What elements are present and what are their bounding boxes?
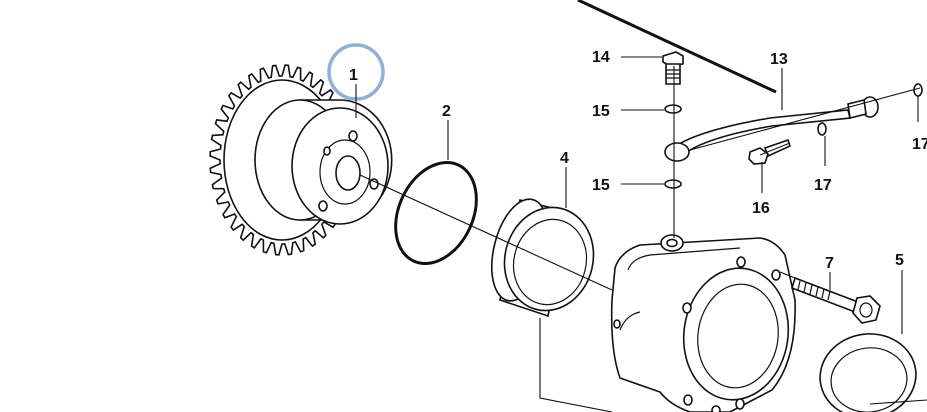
banjo-bolt-part-14[interactable]	[662, 51, 684, 85]
callout-17-middle: 17	[814, 177, 832, 194]
gear-part-1[interactable]	[209, 64, 393, 256]
pump-housing[interactable]	[610, 234, 797, 412]
callout-2: 2	[442, 103, 451, 120]
washer-part-17-a[interactable]	[817, 122, 827, 136]
callout-14: 14	[592, 49, 610, 66]
callout-16: 16	[752, 200, 770, 217]
callout-5: 5	[895, 252, 904, 269]
washer-part-15-bottom[interactable]	[664, 179, 682, 189]
bolt-part-16[interactable]	[748, 138, 791, 165]
callout-labels: 1 2 4 5 7 13 14 15 15 16 17 17	[349, 49, 927, 272]
assembly-lines	[359, 66, 927, 412]
bolt-part-7[interactable]	[791, 276, 881, 324]
callout-7: 7	[825, 255, 834, 272]
callout-15-top: 15	[592, 103, 610, 120]
callout-17-right: 17	[912, 136, 927, 153]
sleeve-part-4[interactable]	[482, 193, 604, 320]
callout-13: 13	[770, 51, 788, 68]
washer-part-17-b[interactable]	[913, 83, 923, 97]
callout-4: 4	[560, 150, 569, 167]
callout-1: 1	[349, 67, 358, 84]
separator-line	[577, 0, 777, 94]
sleeve-part-5[interactable]	[815, 328, 922, 412]
washer-part-15-top[interactable]	[664, 104, 682, 114]
o-ring-part-2[interactable]	[380, 149, 492, 276]
callout-15-bottom: 15	[592, 177, 610, 194]
leader-lines	[355, 56, 919, 334]
pipe-part-13[interactable]	[664, 96, 879, 162]
